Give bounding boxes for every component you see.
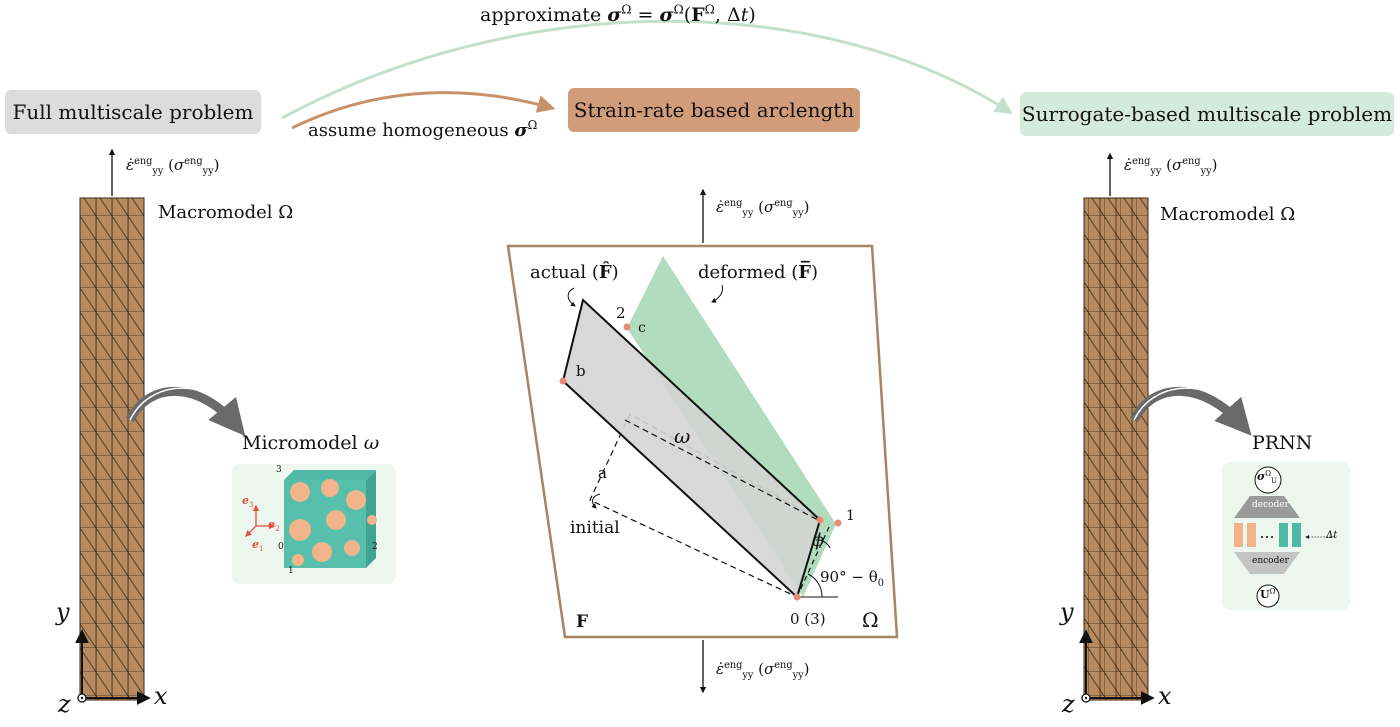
arclength-label: Strain-rate based arclength [573,98,855,122]
point-c [834,519,842,527]
surrogate-label: Surrogate-based multiscale problem [1021,102,1393,126]
right-axis-x-label: x [1158,682,1172,710]
initial-label: initial [570,518,620,538]
omega-frame [506,244,899,639]
frame-omega-label: Ω [862,608,879,632]
point-1-label: 1 [846,508,855,524]
point-0 [793,593,801,601]
point-1 [816,516,824,524]
decoder-label: decoder [1252,500,1289,510]
left-macromodel-label: Macromodel Ω [158,202,294,223]
assume-arrow [291,91,556,130]
basis-e1: e1 [252,538,264,554]
point-2 [623,323,631,331]
prnn-U-bottom: UΩ [1260,586,1276,601]
basis-e2: e2 [268,518,280,534]
point-0-label: 0 (3) [790,610,826,628]
left-axis-y-label: y [56,598,70,626]
center-top-rate-label: ε̇engyy (σengyy) [716,198,810,219]
prnn-dt-label: Δt [1326,530,1338,541]
deformed-label: deformed (F̅) [698,262,819,283]
right-rate-label: ε̇engyy (σengyy) [1124,156,1218,177]
point-b [559,377,567,385]
basis-e3: e3 [242,494,254,510]
phi-label: ϕ [812,530,825,551]
surrogate-box: Surrogate-based multiscale problem [1020,92,1394,136]
cube-corner-0: 0 [278,542,284,552]
right-macromodel-label: Macromodel Ω [1160,204,1296,225]
decoder-block [1234,496,1300,518]
omega-small-label: ω [674,424,691,448]
angle-label: 90° − θ0 [820,568,884,589]
approximate-label: approximate σΩ = σΩ(FΩ, Δt) [480,2,756,26]
prnn-label: PRNN [1252,432,1313,454]
assume-label: assume homogeneous σΩ [308,118,538,141]
cube-corner-3: 3 [276,465,282,475]
point-2-label: 2 [616,304,626,322]
micromodel-label: Micromodel ω [242,432,380,454]
right-axis-y-label: y [1060,598,1074,626]
point-b-label: b [576,362,586,380]
cube-corner-1: 1 [288,566,294,576]
right-curved-arrow [1129,386,1252,436]
encoder-block [1234,552,1300,574]
prnn-sigma-top: σΩU [1257,468,1278,486]
point-a-label: a [598,464,607,482]
center-bottom-rate-label: ε̇engyy (σengyy) [716,660,810,681]
left-axis-x-label: x [154,682,168,710]
point-c-label: c [638,320,646,336]
left-rate-label: ε̇engyy (σengyy) [126,156,220,177]
actual-label: actual (F̂) [530,262,619,283]
arclength-box: Strain-rate based arclength [568,88,860,132]
cube-corner-2: 2 [372,542,378,552]
left-curved-arrow [125,386,246,437]
full-multiscale-box: Full multiscale problem [5,90,261,134]
frame-F-label: F [576,612,589,632]
full-multiscale-label: Full multiscale problem [12,100,254,124]
approximate-arrow [281,19,1014,120]
right-axis-z-label: z [1062,690,1075,718]
left-axis-z-label: z [58,690,71,718]
encoder-label: encoder [1252,556,1289,566]
